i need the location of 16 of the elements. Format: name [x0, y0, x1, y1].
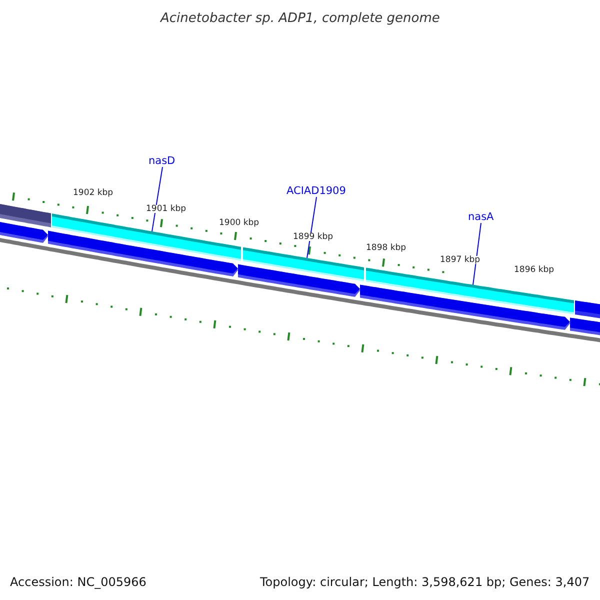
scale-label: 1901 kbp — [146, 204, 186, 213]
scale-label: 1900 kbp — [219, 218, 260, 227]
gene-bar — [366, 268, 574, 314]
scale-label: 1898 kbp — [366, 244, 406, 252]
footer-text: Accession: NC_005966 — [10, 576, 146, 588]
footer-text: Topology: circular; Length: 3,598,621 bp; Genes: 3,407 — [260, 576, 590, 588]
gene-label: nasA — [468, 212, 494, 222]
gene-label: nasD — [148, 156, 176, 166]
leader-line — [306, 196, 317, 258]
map-title: Acinetobacter sp. ADP1, complete genome — [160, 12, 440, 24]
gene-bar — [52, 214, 241, 261]
gene-label: ACIAD1909 — [286, 186, 346, 196]
scale-label: 1896 kbp — [514, 266, 554, 274]
leader-line — [472, 222, 482, 286]
leader-line — [152, 166, 163, 232]
gene-bar — [243, 247, 364, 282]
